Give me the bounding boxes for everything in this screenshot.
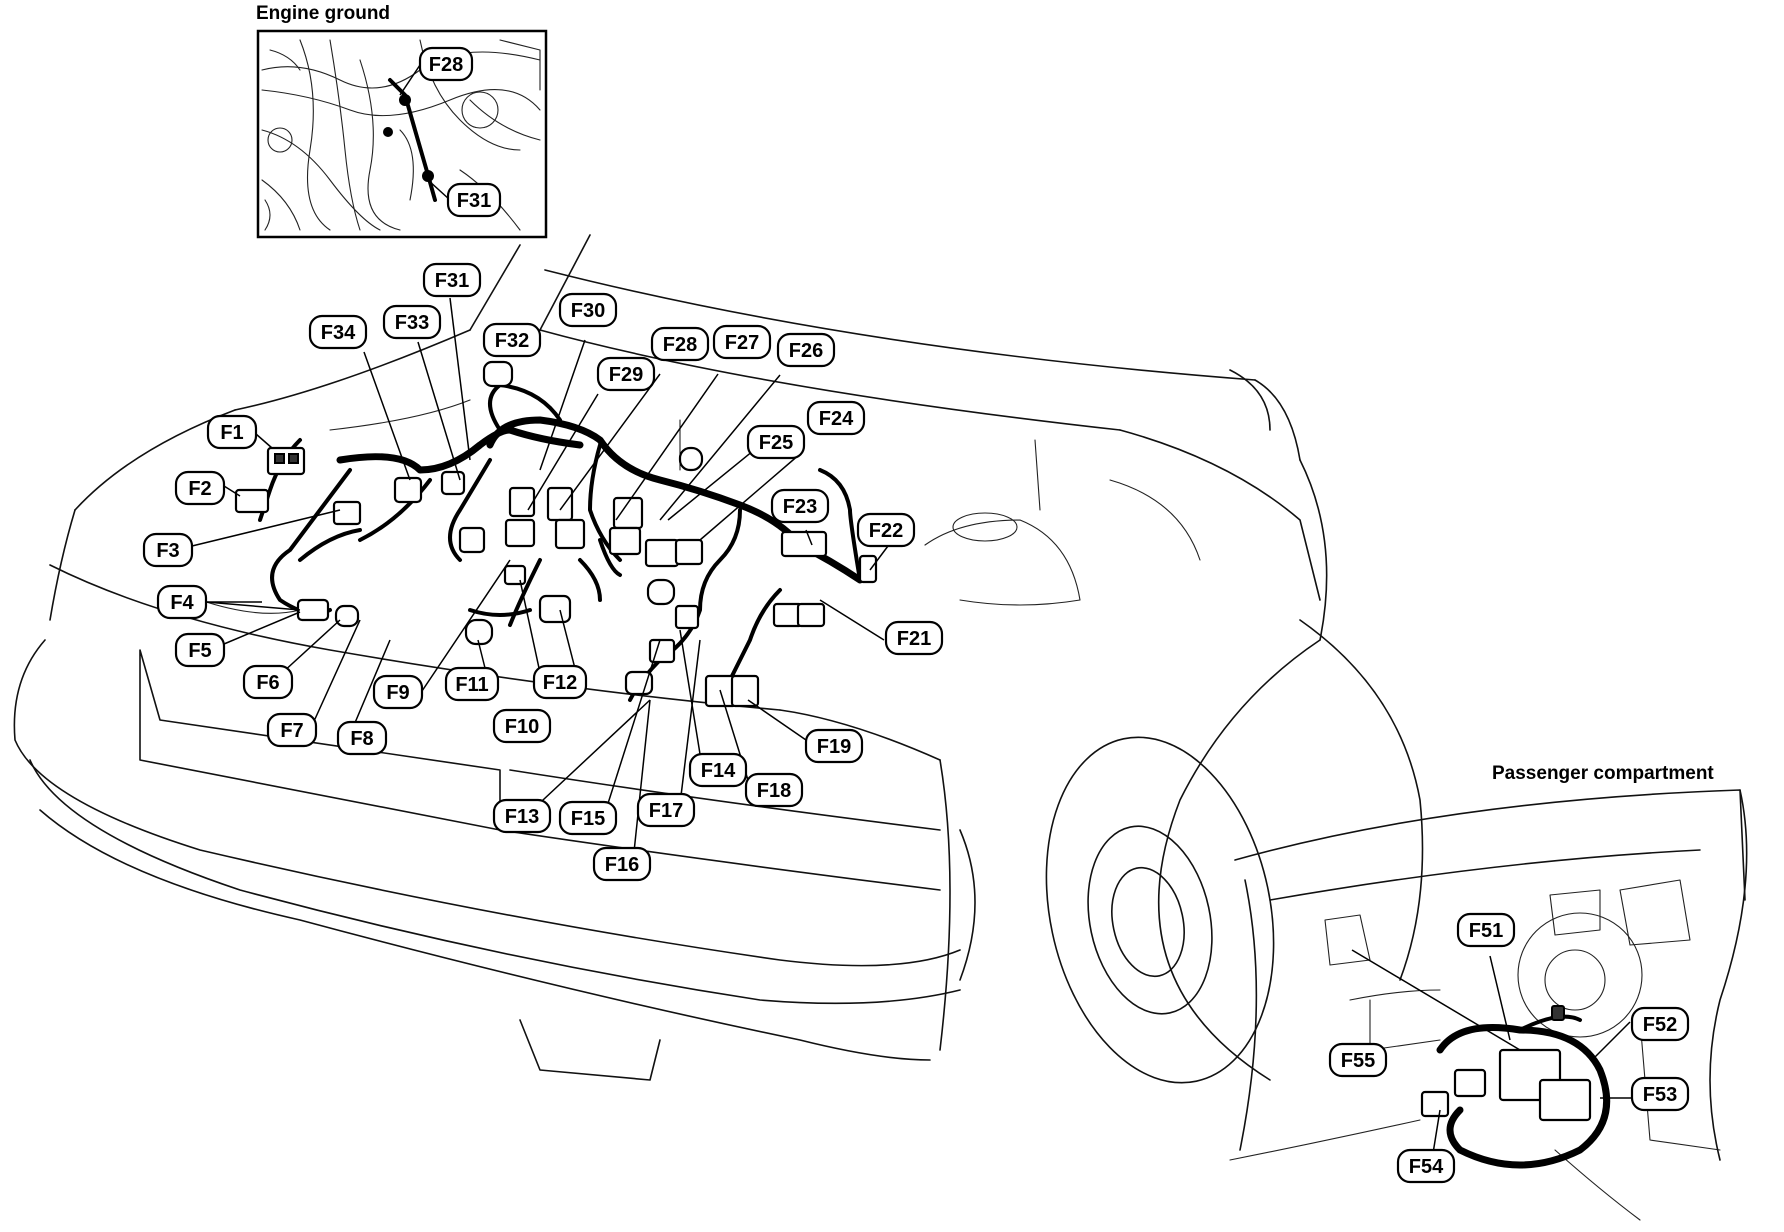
label-f5: F5 xyxy=(174,632,226,668)
svg-text:F34: F34 xyxy=(321,322,356,344)
svg-text:F1: F1 xyxy=(220,422,243,444)
label-inset-f28: F28 xyxy=(418,46,474,82)
svg-text:F8: F8 xyxy=(350,728,373,750)
label-f3: F3 xyxy=(142,532,194,568)
label-f25: F25 xyxy=(746,424,806,460)
label-f22: F22 xyxy=(856,512,916,548)
svg-text:F7: F7 xyxy=(280,720,303,742)
passenger-compartment-title: Passenger compartment xyxy=(1492,763,1714,784)
label-f28: F28 xyxy=(650,326,710,362)
svg-text:F25: F25 xyxy=(759,432,793,454)
svg-text:F5: F5 xyxy=(188,640,211,662)
label-f27: F27 xyxy=(712,324,772,360)
leader-lines xyxy=(191,297,1634,1173)
svg-text:F28: F28 xyxy=(429,54,463,76)
svg-text:F33: F33 xyxy=(395,312,429,334)
label-f53: F53 xyxy=(1630,1076,1690,1112)
svg-text:F26: F26 xyxy=(789,340,823,362)
label-f1: F1 xyxy=(206,414,258,450)
label-f13: F13 xyxy=(492,798,552,834)
label-f14: F14 xyxy=(688,752,748,788)
passenger-compartment-drawing xyxy=(1229,789,1748,1221)
svg-text:F21: F21 xyxy=(897,628,931,650)
label-f8: F8 xyxy=(336,720,388,756)
label-f51: F51 xyxy=(1456,912,1516,948)
svg-text:F53: F53 xyxy=(1643,1084,1677,1106)
svg-text:F54: F54 xyxy=(1409,1156,1444,1178)
svg-text:F10: F10 xyxy=(505,716,539,738)
label-f29: F29 xyxy=(596,356,656,392)
label-f6: F6 xyxy=(242,664,294,700)
svg-text:F9: F9 xyxy=(386,682,409,704)
car-body-outline xyxy=(13,234,1424,1084)
label-f55: F55 xyxy=(1328,1042,1388,1078)
harness-connectors xyxy=(234,360,878,708)
svg-text:F52: F52 xyxy=(1643,1014,1677,1036)
label-f32: F32 xyxy=(482,322,542,358)
svg-text:F32: F32 xyxy=(495,330,529,352)
svg-text:F29: F29 xyxy=(609,364,643,386)
label-f15: F15 xyxy=(558,800,618,836)
label-f2: F2 xyxy=(174,470,226,506)
label-f16: F16 xyxy=(592,846,652,882)
label-f19: F19 xyxy=(804,728,864,764)
label-f21: F21 xyxy=(884,620,944,656)
label-f54: F54 xyxy=(1396,1148,1456,1184)
svg-text:F23: F23 xyxy=(783,496,817,518)
label-f17: F17 xyxy=(636,792,696,828)
svg-text:F55: F55 xyxy=(1341,1050,1375,1072)
label-inset-f31: F31 xyxy=(446,182,502,218)
label-f11: F11 xyxy=(444,666,500,702)
label-f33: F33 xyxy=(382,304,442,340)
label-f4: F4 xyxy=(156,584,208,620)
label-f9: F9 xyxy=(372,674,424,710)
svg-text:F51: F51 xyxy=(1469,920,1503,942)
svg-text:F11: F11 xyxy=(455,674,488,696)
svg-text:F31: F31 xyxy=(435,270,469,292)
label-f18: F18 xyxy=(744,772,804,808)
svg-text:F17: F17 xyxy=(649,800,683,822)
svg-text:F22: F22 xyxy=(869,520,903,542)
svg-text:F4: F4 xyxy=(170,592,194,614)
label-f52: F52 xyxy=(1630,1006,1690,1042)
label-f7: F7 xyxy=(266,712,318,748)
svg-text:F18: F18 xyxy=(757,780,791,802)
label-f30: F30 xyxy=(558,292,618,328)
callout-labels: F28 F31 F1 F2 F3 F4 F5 F6 xyxy=(142,46,1690,1184)
label-f31: F31 xyxy=(422,262,482,298)
svg-text:F6: F6 xyxy=(256,672,279,694)
label-f26: F26 xyxy=(776,332,836,368)
svg-text:F27: F27 xyxy=(725,332,759,354)
svg-text:F28: F28 xyxy=(663,334,697,356)
label-f12: F12 xyxy=(532,664,588,700)
label-f23: F23 xyxy=(770,488,830,524)
svg-text:F3: F3 xyxy=(156,540,179,562)
svg-text:F31: F31 xyxy=(457,190,491,212)
engine-ground-inset xyxy=(256,29,548,239)
label-f10: F10 xyxy=(492,708,552,744)
label-f24: F24 xyxy=(806,400,866,436)
label-f34: F34 xyxy=(308,314,368,350)
svg-text:F2: F2 xyxy=(188,478,211,500)
engine-harness xyxy=(258,383,864,702)
svg-text:F19: F19 xyxy=(817,736,851,758)
svg-text:F24: F24 xyxy=(819,408,854,430)
svg-text:F30: F30 xyxy=(571,300,605,322)
svg-text:F14: F14 xyxy=(701,760,736,782)
svg-text:F12: F12 xyxy=(543,672,577,694)
svg-text:F13: F13 xyxy=(505,806,539,828)
engine-ground-title: Engine ground xyxy=(256,3,391,24)
svg-text:F15: F15 xyxy=(571,808,605,830)
svg-text:F16: F16 xyxy=(605,854,639,876)
